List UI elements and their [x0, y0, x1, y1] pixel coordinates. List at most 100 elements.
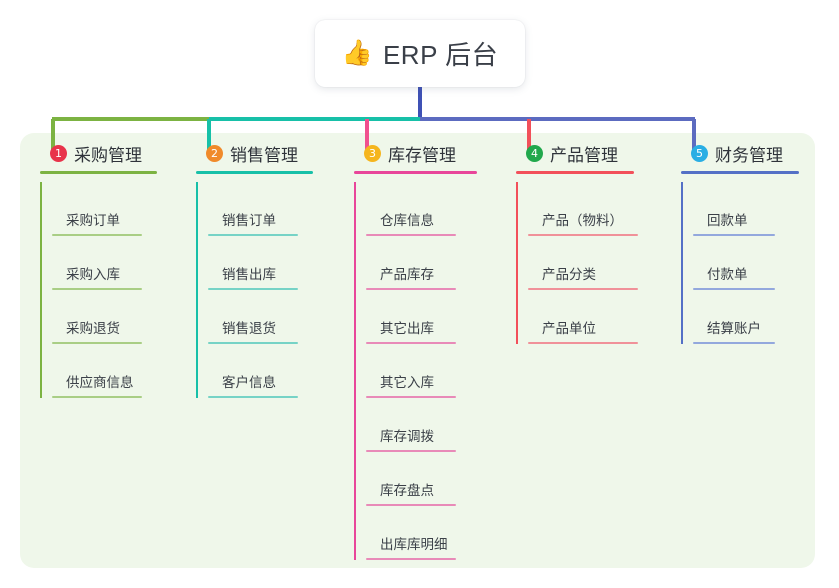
branch-item-label: 其它入库: [380, 375, 434, 390]
branch-items: 产品（物料） 产品分类产品单位: [516, 182, 664, 344]
branch-item[interactable]: 仓库信息: [366, 182, 502, 236]
branch-item[interactable]: 产品库存: [366, 236, 502, 290]
branch-spine: [354, 182, 356, 560]
branch-item-underline: [693, 234, 775, 236]
branch-column[interactable]: 5 财务管理回款单付款单结算账户: [681, 140, 811, 344]
branch-number-badge: 4: [526, 144, 543, 162]
branch-item[interactable]: 采购订单: [52, 182, 188, 236]
branch-item-label: 产品（物料）: [542, 213, 623, 228]
branch-number-badge: 5: [691, 144, 708, 162]
branch-number-badge: 3: [364, 144, 381, 162]
branch-label: 销售管理: [230, 145, 298, 165]
branch-header[interactable]: 4 产品管理: [516, 140, 664, 166]
branch-column[interactable]: 1 采购管理采购订单采购入库采购退货供应商信息: [40, 140, 188, 398]
branch-item-label: 产品分类: [542, 267, 596, 282]
branch-item[interactable]: 付款单: [693, 236, 811, 290]
branch-item-label: 采购入库: [66, 267, 120, 282]
branch-item-underline: [693, 342, 775, 344]
branch-item[interactable]: 销售退货: [208, 290, 344, 344]
branch-spine: [40, 182, 42, 398]
branch-item-label: 其它出库: [380, 321, 434, 336]
branch-item-underline: [208, 396, 298, 398]
branch-item[interactable]: 其它入库: [366, 344, 502, 398]
branch-item-label: 销售退货: [222, 321, 276, 336]
branch-item-underline: [366, 288, 456, 290]
branch-item[interactable]: 其它出库: [366, 290, 502, 344]
branch-item-underline: [693, 288, 775, 290]
branch-item-underline: [52, 396, 142, 398]
branch-item-label: 客户信息: [222, 375, 276, 390]
branch-item-label: 出库库明细: [380, 537, 448, 552]
branch-spine: [681, 182, 683, 344]
branch-item[interactable]: 采购退货: [52, 290, 188, 344]
branch-item-underline: [366, 504, 456, 506]
branch-column[interactable]: 3 库存管理仓库信息产品库存其它出库其它入库库存调拨库存盘点出库库明细: [354, 140, 502, 560]
branch-item-label: 库存调拨: [380, 429, 434, 444]
branch-item[interactable]: 回款单: [693, 182, 811, 236]
branch-label: 采购管理: [74, 145, 142, 165]
branch-item[interactable]: 供应商信息: [52, 344, 188, 398]
branch-header[interactable]: 2 销售管理: [196, 140, 344, 166]
root-node[interactable]: 👍 ERP 后台: [315, 20, 525, 87]
branch-item-underline: [208, 342, 298, 344]
branch-item-underline: [528, 342, 638, 344]
branch-item-label: 付款单: [707, 267, 748, 282]
branch-item-label: 销售出库: [222, 267, 276, 282]
branch-underline: [516, 171, 634, 174]
branch-underline: [354, 171, 477, 174]
branch-item-underline: [528, 288, 638, 290]
branch-item[interactable]: 出库库明细: [366, 506, 502, 560]
branch-item-underline: [366, 558, 456, 560]
branch-item[interactable]: 库存调拨: [366, 398, 502, 452]
branch-items: 仓库信息产品库存其它出库其它入库库存调拨库存盘点出库库明细: [354, 182, 502, 560]
root-title: ERP 后台: [382, 40, 499, 70]
branch-column[interactable]: 4 产品管理产品（物料） 产品分类产品单位: [516, 140, 664, 344]
branch-item-label: 结算账户: [707, 321, 761, 336]
branch-item-underline: [528, 234, 638, 236]
branch-header[interactable]: 3 库存管理: [354, 140, 502, 166]
branch-label: 财务管理: [715, 145, 783, 165]
branch-item[interactable]: 客户信息: [208, 344, 344, 398]
branch-items: 回款单付款单结算账户: [681, 182, 811, 344]
branch-item-underline: [366, 450, 456, 452]
branch-item-label: 采购退货: [66, 321, 120, 336]
branch-item-underline: [52, 288, 142, 290]
branch-number-badge: 1: [50, 144, 67, 162]
branch-underline: [40, 171, 157, 174]
branch-item[interactable]: 库存盘点: [366, 452, 502, 506]
branch-item-label: 产品库存: [380, 267, 434, 282]
branch-item-underline: [208, 288, 298, 290]
branch-item-label: 产品单位: [542, 321, 596, 336]
branch-header[interactable]: 1 采购管理: [40, 140, 188, 166]
branch-items: 销售订单销售出库销售退货客户信息: [196, 182, 344, 398]
branch-item-label: 采购订单: [66, 213, 120, 228]
branch-label: 库存管理: [388, 145, 456, 165]
branch-spine: [196, 182, 198, 398]
branch-underline: [681, 171, 799, 174]
branch-item-label: 回款单: [707, 213, 748, 228]
branch-item-label: 销售订单: [222, 213, 276, 228]
branch-item-underline: [366, 396, 456, 398]
thumbs-up-icon: 👍: [341, 39, 373, 67]
branch-underline: [196, 171, 313, 174]
branch-number-badge: 2: [206, 144, 223, 162]
branch-header[interactable]: 5 财务管理: [681, 140, 811, 166]
branch-label: 产品管理: [550, 145, 618, 165]
branch-spine: [516, 182, 518, 344]
branch-item[interactable]: 采购入库: [52, 236, 188, 290]
branch-item-label: 库存盘点: [380, 483, 434, 498]
branch-item[interactable]: 销售出库: [208, 236, 344, 290]
branch-column[interactable]: 2 销售管理销售订单销售出库销售退货客户信息: [196, 140, 344, 398]
branch-items: 采购订单采购入库采购退货供应商信息: [40, 182, 188, 398]
branch-item[interactable]: 产品单位: [528, 290, 664, 344]
branch-item-label: 供应商信息: [66, 375, 134, 390]
branch-item[interactable]: 产品分类: [528, 236, 664, 290]
branch-item-underline: [366, 234, 456, 236]
branch-item-underline: [52, 342, 142, 344]
branch-item-underline: [208, 234, 298, 236]
branch-item[interactable]: 结算账户: [693, 290, 811, 344]
branch-item[interactable]: 产品（物料）: [528, 182, 664, 236]
branch-item-label: 仓库信息: [380, 213, 434, 228]
branch-item[interactable]: 销售订单: [208, 182, 344, 236]
